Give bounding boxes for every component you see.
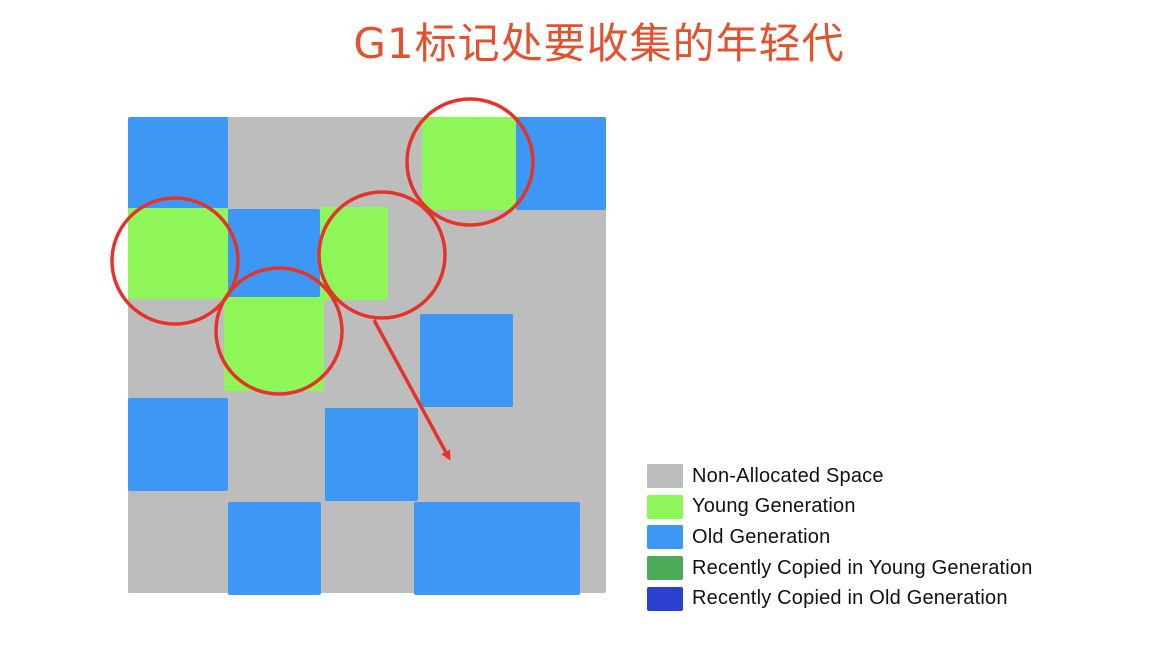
- annotation-arrow: [372, 319, 451, 461]
- legend-label: Old Generation: [692, 525, 831, 548]
- young-generation-region: [422, 117, 516, 210]
- highlight-circle: [405, 97, 535, 227]
- highlight-circle: [214, 266, 344, 396]
- legend-label: Recently Copied in Old Generation: [692, 587, 1008, 610]
- diagram-title: G1标记处要收集的年轻代: [353, 19, 845, 68]
- swatch-old: [647, 525, 683, 550]
- highlight-circle: [110, 196, 240, 326]
- young-generation-region: [128, 208, 228, 299]
- old-generation-region: [420, 314, 513, 407]
- highlight-circles: [110, 97, 535, 396]
- old-generation-region: [228, 502, 321, 595]
- old-generation-region: [414, 502, 580, 595]
- swatch-recently-copied-young: [647, 556, 683, 581]
- legend-item-non-allocated: Non-Allocated Space: [647, 461, 1033, 492]
- legend-item-old: Old Generation: [647, 522, 1033, 553]
- young-generation-region: [224, 297, 324, 391]
- legend-label: Recently Copied in Young Generation: [692, 556, 1033, 579]
- young-generation-region: [320, 207, 388, 300]
- old-generation-region: [128, 398, 228, 491]
- legend-label: Young Generation: [692, 495, 856, 518]
- old-generation-region: [325, 408, 418, 501]
- swatch-recently-copied-old: [647, 586, 683, 611]
- old-generation-region: [228, 209, 320, 297]
- highlight-circle: [317, 190, 447, 320]
- old-generation-region: [516, 117, 606, 210]
- legend-label: Non-Allocated Space: [692, 464, 884, 487]
- legend-item-recently-copied-young: Recently Copied in Young Generation: [647, 553, 1033, 584]
- legend-item-recently-copied-old: Recently Copied in Old Generation: [647, 583, 1033, 614]
- swatch-young: [647, 494, 683, 519]
- swatch-non-allocated: [647, 464, 683, 489]
- legend: Non-Allocated Space Young Generation Old…: [647, 461, 1033, 614]
- legend-item-young: Young Generation: [647, 492, 1033, 523]
- old-generation-region: [128, 117, 228, 209]
